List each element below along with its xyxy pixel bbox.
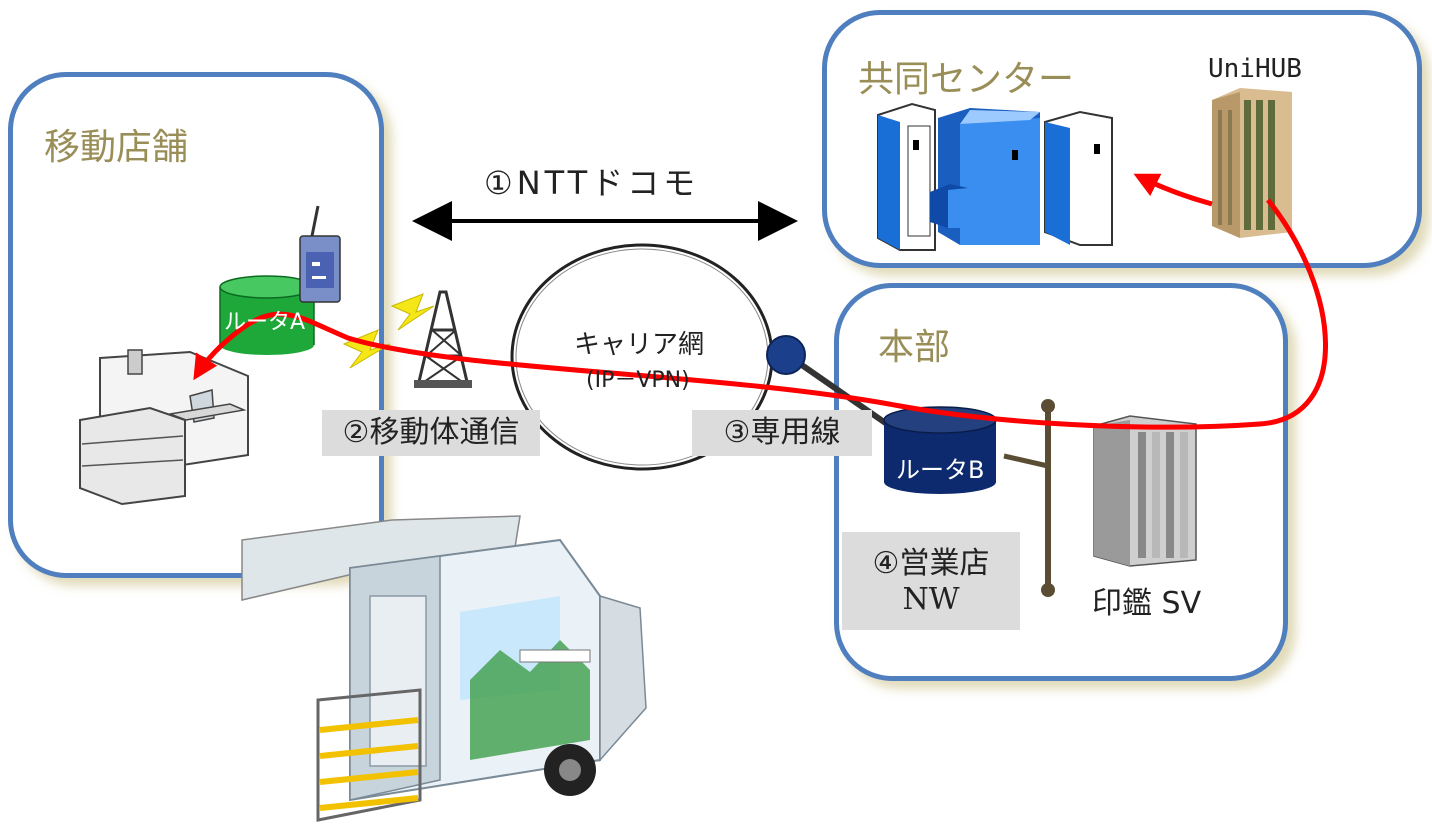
headquarters-title: 本部 (878, 327, 951, 368)
branch-nw-label-bg (842, 532, 1020, 630)
carrier-network-sublabel: (IP－VPN) (586, 368, 690, 393)
mobile-branch-truck-image (241, 515, 647, 822)
branch-network-bus (1003, 399, 1055, 597)
seal-server-label: 印鑑 SV (1092, 586, 1202, 621)
unihub-label: UniHUB (1208, 54, 1302, 84)
branch-nw-label-line2: NW (902, 582, 960, 617)
wireless-signal-icon (342, 293, 435, 369)
leased-line-endpoint (766, 335, 806, 375)
seal-server-icon (1093, 415, 1197, 567)
leased-line-label: ③専用線 (692, 410, 872, 456)
router-a-label: ルータA (224, 310, 306, 335)
cell-tower-icon (414, 290, 472, 388)
data-flow-path (193, 198, 1328, 430)
data-flow-arrow-center (1133, 173, 1213, 207)
mobile-router-device-icon (299, 205, 341, 303)
teller-terminal-icon (79, 349, 249, 506)
branch-nw-label-line1: ④営業店 (872, 546, 990, 581)
mainframe-servers-icon (877, 102, 1113, 251)
unihub-cabinet-icon (1212, 88, 1292, 238)
carrier-network-label: キャリア網 (574, 330, 705, 360)
docomo-label: ①NTTドコモ (484, 164, 700, 202)
router-b-label: ルータB (896, 456, 985, 484)
mobile-comm-label: ②移動体通信 (322, 410, 540, 456)
joint-center-title: 共同センター (858, 59, 1075, 100)
mobile-store-title: 移動店舗 (44, 127, 189, 168)
